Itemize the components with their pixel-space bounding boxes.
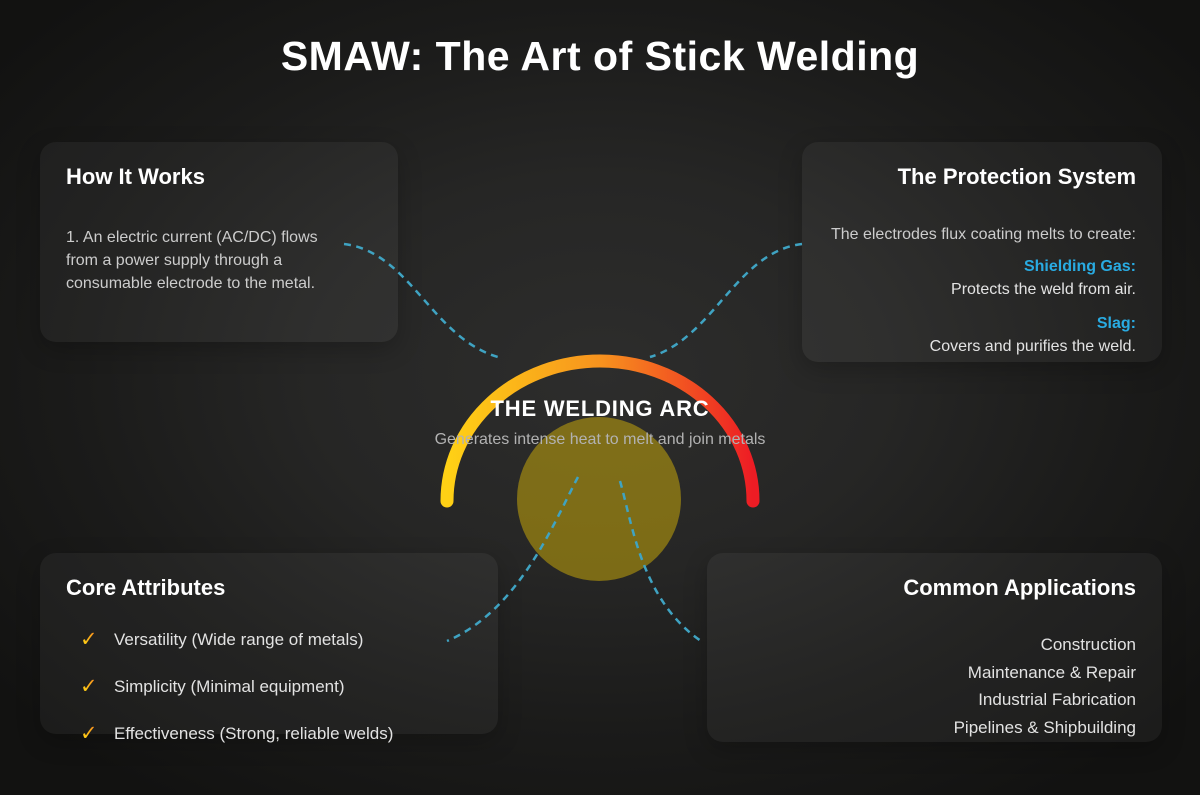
attributes-list: ✓ Versatility (Wide range of metals) ✓ S… (66, 627, 472, 746)
list-item: ✓ Versatility (Wide range of metals) (80, 627, 472, 652)
heat-glow-circle (517, 417, 681, 581)
card-how-it-works-heading: How It Works (66, 164, 205, 189)
card-protection-heading: The Protection System (897, 164, 1136, 189)
card-core-attributes: Core Attributes ✓ Versatility (Wide rang… (40, 553, 498, 745)
protection-term-slag: Slag: (1096, 315, 1136, 332)
applications-list: Construction Maintenance & Repair Indust… (733, 631, 1136, 741)
list-item: ✓ Effectiveness (Strong, reliable welds) (80, 721, 472, 746)
list-item: Construction (1040, 635, 1136, 654)
list-item: ✓ Simplicity (Minimal equipment) (80, 674, 472, 699)
card-attributes-heading: Core Attributes (66, 575, 226, 600)
check-icon: ✓ (80, 674, 114, 699)
protection-term-shielding-gas: Shielding Gas: (1023, 258, 1136, 275)
protection-desc-slag: Covers and purifies the weld. (929, 338, 1136, 355)
card-applications-heading: Common Applications (903, 575, 1136, 600)
list-item: Maintenance & Repair (967, 662, 1136, 682)
page-title: SMAW: The Art of Stick Welding (280, 33, 920, 79)
attribute-label: Versatility (Wide range of metals) (114, 629, 364, 649)
connector-bottom-right (618, 480, 702, 643)
center-heading: THE WELDING ARC (490, 396, 710, 421)
protection-desc-shielding-gas: Protects the weld from air. (951, 281, 1136, 298)
attribute-label: Simplicity (Minimal equipment) (114, 676, 345, 696)
card-how-it-works-body: 1. An electric current (AC/DC) flows fro… (66, 229, 318, 292)
welding-arc-stroke (440, 354, 760, 508)
check-icon: ✓ (80, 627, 114, 652)
list-item: Industrial Fabrication (978, 690, 1136, 709)
card-protection-system: The Protection System The electrodes flu… (802, 142, 1162, 362)
connector-top-right (649, 242, 803, 359)
card-protection-intro: The electrodes flux coating melts to cre… (830, 226, 1136, 243)
center-subheading: Generates intense heat to melt and join … (434, 431, 766, 448)
card-how-it-works: How It Works 1. An electric current (AC/… (40, 142, 398, 342)
list-item: Pipelines & Shipbuilding (953, 717, 1136, 737)
check-icon: ✓ (80, 721, 114, 746)
card-common-applications: Common Applications Construction Mainten… (707, 553, 1162, 742)
attribute-label: Effectiveness (Strong, reliable welds) (114, 723, 394, 743)
